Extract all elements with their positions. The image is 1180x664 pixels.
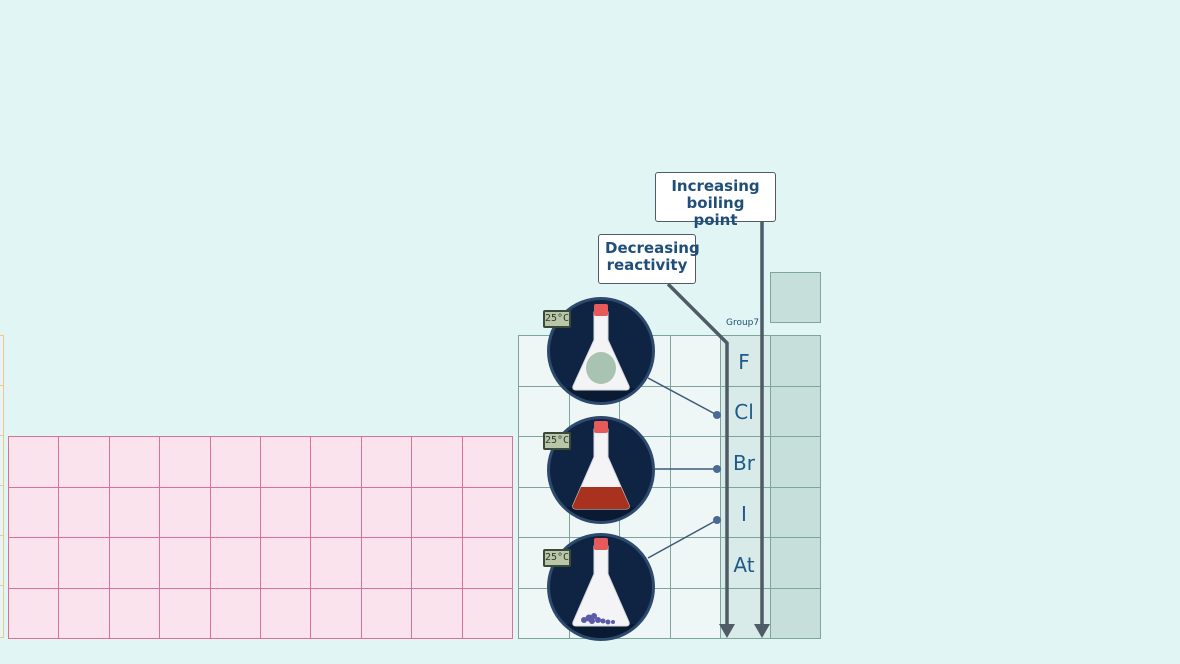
transition-metal-cell [260, 537, 312, 589]
transition-metal-cell [310, 486, 362, 538]
thermometer-1: 25°C [543, 310, 571, 328]
transition-metal-cell [411, 436, 463, 488]
transition-metal-cell [58, 486, 110, 538]
thermometer-2: 25°C [543, 432, 571, 450]
transition-metal-cell [209, 587, 261, 639]
boiling-label-line1: Increasing [671, 177, 760, 195]
p-block-cell [669, 335, 721, 387]
transition-metal-cell [461, 587, 513, 639]
boiling-arrowhead-icon [754, 624, 770, 638]
transition-metal-cell [360, 486, 413, 538]
element-chlorine: Cl [734, 400, 754, 424]
transition-metal-cell [8, 587, 60, 639]
transition-metal-cell [360, 587, 413, 639]
element-iodine: I [741, 502, 747, 526]
group0-cell [770, 587, 821, 639]
transition-metal-cell [8, 436, 60, 488]
group0-cell [770, 486, 821, 538]
helium-cell [770, 272, 821, 323]
boiling-label-line2: boiling point [686, 194, 745, 229]
transition-metal-cell [310, 587, 362, 639]
boiling-point-label: Increasing boiling point [655, 172, 776, 229]
flask-liquid-icon [550, 421, 652, 521]
transition-metal-cell [411, 537, 463, 589]
reactivity-label-line2: reactivity [606, 256, 688, 274]
reactivity-arrowhead-icon [719, 624, 735, 638]
transition-metal-cell [108, 486, 161, 538]
transition-metal-cell [108, 587, 161, 639]
reactivity-label-line1: Decreasing [605, 239, 700, 257]
transition-metal-cell [58, 587, 110, 639]
element-astatine: At [733, 553, 755, 577]
bromine-flask [547, 416, 655, 524]
group7-label: Group7 [726, 318, 760, 328]
transition-metal-cell [411, 587, 463, 639]
thermometer-3: 25°C [543, 549, 571, 567]
reactivity-arrow [666, 282, 729, 626]
element-bromine: Br [733, 451, 755, 475]
element-fluorine: F [738, 350, 750, 374]
group0-cell [770, 385, 821, 437]
transition-metal-cell [310, 537, 362, 589]
transition-metal-cell [360, 436, 413, 488]
group0-cell [770, 436, 821, 488]
transition-metal-cell [58, 436, 110, 488]
reactivity-label: Decreasing reactivity [598, 234, 700, 284]
p-block-cell [669, 587, 721, 639]
iodine-flask [547, 533, 655, 641]
transition-metal-cell [8, 486, 60, 538]
group0-cell [770, 335, 821, 387]
transition-metal-cell [108, 537, 161, 589]
transition-metal-cell [461, 436, 513, 488]
transition-metal-cell [461, 486, 513, 538]
transition-metal-cell [159, 537, 211, 589]
